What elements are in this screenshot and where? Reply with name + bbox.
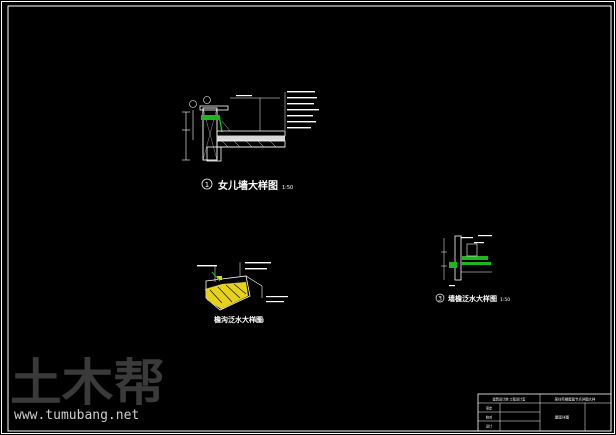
detail-3-flashing-drawing	[441, 235, 492, 287]
project-name-text: 某住宅楼屋面节点详图大样	[555, 397, 596, 402]
detail-3-caption: 3 墙檐泛水大样图 1:50	[435, 293, 510, 303]
detail-1-scale: 1:50	[282, 185, 293, 191]
detail-3-scale: 1:50	[500, 297, 510, 303]
watermark: 土木帮 www.tumubang.net	[10, 354, 165, 423]
design-unit-text: 建筑设计院 工程设计室	[493, 397, 526, 402]
title-block-label-3: 设计	[486, 424, 493, 429]
title-block: 建筑设计院 工程设计室 某住宅楼屋面节点详图大样 审定 校对 设计 屋面详图	[477, 393, 612, 432]
detail-2-scale: 1:50	[254, 318, 264, 324]
title-block-label-2: 校对	[486, 415, 493, 420]
title-block-label-1: 审定	[486, 406, 493, 411]
detail-1-parapet-drawing	[182, 91, 319, 162]
detail-1-title: 女儿墙大样图	[218, 179, 278, 192]
detail-3-number: 3	[438, 296, 442, 303]
sheet-inner-border	[7, 5, 612, 432]
detail-3-title: 墙檐泛水大样图	[448, 294, 497, 303]
watermark-url: www.tumubang.net	[14, 408, 139, 423]
sheet-title-text: 屋面详图	[555, 415, 570, 420]
detail-2-caption: 檐沟泛水大样图 1:50	[214, 315, 264, 324]
detail-2-title: 檐沟泛水大样图	[214, 315, 263, 324]
detail-1-number: 1	[205, 181, 209, 189]
detail-1-caption: 1 女儿墙大样图 1:50	[201, 178, 293, 192]
detail-2-gutter-drawing	[197, 262, 288, 311]
watermark-logo: 土木帮	[10, 354, 165, 412]
